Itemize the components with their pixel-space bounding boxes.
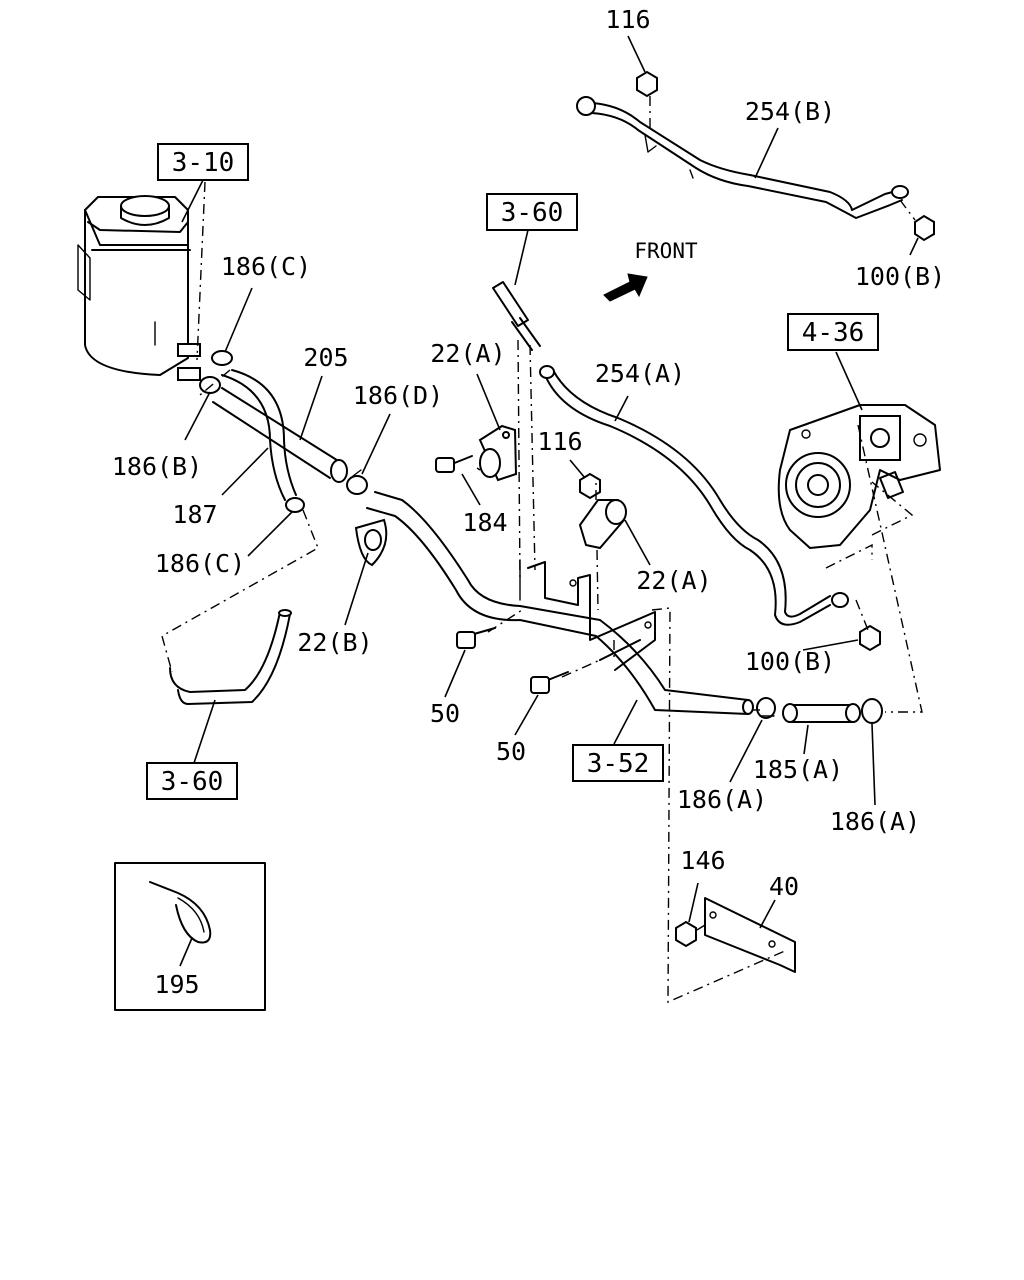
callout-205: 205 [303,343,348,372]
clamp-186a-left [756,697,776,719]
callout-100b-mid: 100(B) [745,647,835,676]
front-arrow-icon [603,273,648,302]
clip-22a-left [478,424,518,482]
bolt-184 [435,455,473,473]
hose-185a [782,703,861,723]
pipe-254a [539,365,849,626]
inset-frame-195 [114,862,266,1011]
callout-187: 187 [172,500,217,529]
callout-22a-right: 22(A) [636,566,711,595]
hose-187 [221,369,297,501]
ref-box-3-60-upper: 3-60 [486,193,578,231]
return-tube-lower [169,609,292,705]
callout-186a-left: 186(A) [677,785,767,814]
bracket-assembly [519,559,656,671]
callout-50-right: 50 [496,737,526,766]
callout-116-mid: 116 [537,427,582,456]
callout-116-top: 116 [605,5,650,34]
nut-100b-mid [859,624,881,652]
ref-label-3-60-upper: 3-60 [501,198,564,228]
pipe-254b [576,70,935,242]
callout-185a: 185(A) [753,755,843,784]
phantom-lines [161,96,923,1004]
bolt-50-right [530,671,569,694]
bracket-40 [704,897,796,973]
sensor-3-60-upper [492,281,541,351]
nut-146 [675,920,697,948]
callout-186c-bottom: 186(C) [155,549,245,578]
ref-label-3-60-lower: 3-60 [161,767,224,797]
hose-205 [212,387,348,483]
pipe-3-52 [366,491,754,715]
callout-22b: 22(B) [297,628,372,657]
callout-40: 40 [769,872,799,901]
ref-box-3-10: 3-10 [157,143,249,181]
clamp-186a-right [861,698,883,724]
ref-label-3-52: 3-52 [587,749,650,779]
callout-186b: 186(B) [112,452,202,481]
callout-195: 195 [154,970,199,999]
callout-50-left: 50 [430,699,460,728]
ref-label-3-10: 3-10 [172,148,235,178]
callout-184: 184 [462,508,507,537]
clip-22a-right [578,499,627,550]
callout-186a-right: 186(A) [830,807,920,836]
callout-254b: 254(B) [745,97,835,126]
clamp-186c-bottom [285,497,305,513]
clamp-186c-top [211,350,233,366]
callout-labels: 116 254(B) 100(B) 186(C) 205 22(A) 186(D… [112,5,945,999]
callout-186c-top: 186(C) [221,252,311,281]
ref-box-3-52: 3-52 [572,744,664,782]
clamp-186d [346,469,368,495]
front-label: FRONT [634,239,698,263]
ref-label-4-36: 4-36 [802,318,865,348]
callout-254a: 254(A) [595,359,685,388]
callout-22a-left: 22(A) [430,339,505,368]
cable-tie-195 [149,881,212,944]
callout-146: 146 [680,846,725,875]
clip-22b [354,518,388,567]
leader-lines [179,35,919,967]
callout-186d: 186(D) [353,381,443,410]
reservoir-tank [77,195,201,381]
ref-box-4-36: 4-36 [787,313,879,351]
power-steering-pump [777,404,941,549]
ref-box-3-60-lower: 3-60 [146,762,238,800]
callout-100b-top: 100(B) [855,262,945,291]
nut-116-mid [579,472,601,500]
clamp-186b [199,376,221,394]
